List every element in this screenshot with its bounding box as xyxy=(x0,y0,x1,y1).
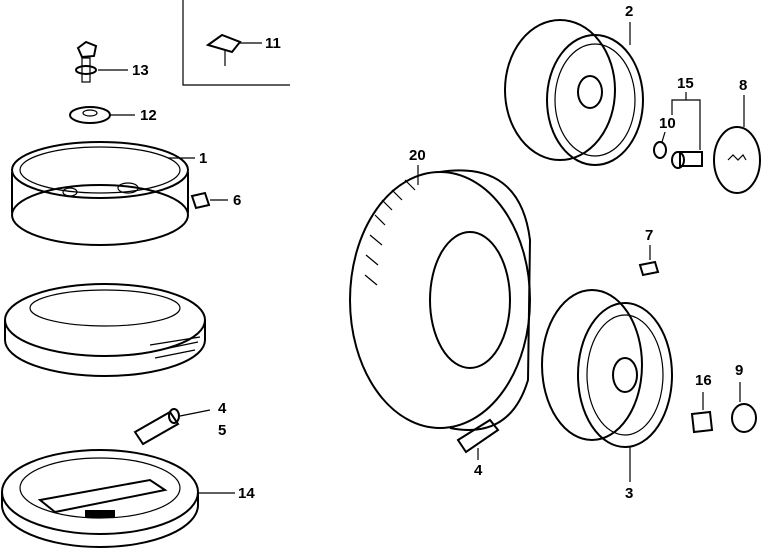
part-2-steel-wheel xyxy=(504,19,644,166)
callout-12: 12 xyxy=(140,107,157,124)
callout-4-left: 4 xyxy=(218,400,227,417)
callout-7: 7 xyxy=(645,227,654,244)
callout-4-right: 4 xyxy=(474,462,483,479)
part-14-holder xyxy=(1,449,235,548)
callout-9: 9 xyxy=(735,362,744,379)
callout-2: 2 xyxy=(625,3,634,20)
part-9-cap xyxy=(731,382,757,433)
part-13-bolt xyxy=(75,40,128,83)
callout-1: 1 xyxy=(199,150,208,167)
callout-15: 15 xyxy=(677,75,694,92)
callout-3: 3 xyxy=(625,485,634,502)
inset-bracket xyxy=(182,0,290,86)
callout-10: 10 xyxy=(659,115,676,132)
spare-tire xyxy=(4,283,206,377)
part-16-nut xyxy=(690,392,714,434)
callout-20: 20 xyxy=(409,147,426,164)
callout-8: 8 xyxy=(739,77,748,94)
part-4-5-valve xyxy=(133,408,211,446)
part-12-spacer xyxy=(69,106,135,124)
part-6-weight xyxy=(190,191,228,210)
part-4-valve-right xyxy=(456,418,500,460)
callout-13: 13 xyxy=(132,62,149,79)
part-7-weight xyxy=(638,245,660,277)
part-11-clip xyxy=(205,33,262,66)
part-8-cap xyxy=(713,95,761,194)
part-15-nuts xyxy=(671,92,703,169)
callout-6: 6 xyxy=(233,192,242,209)
callout-5: 5 xyxy=(218,422,227,439)
part-10-washer xyxy=(653,131,667,159)
callout-16: 16 xyxy=(695,372,712,389)
callout-14: 14 xyxy=(238,485,255,502)
callout-11: 11 xyxy=(265,35,281,52)
part-20-tire xyxy=(349,165,532,431)
part-1-spare-wheel xyxy=(11,141,195,246)
part-3-alloy-wheel xyxy=(541,289,673,482)
